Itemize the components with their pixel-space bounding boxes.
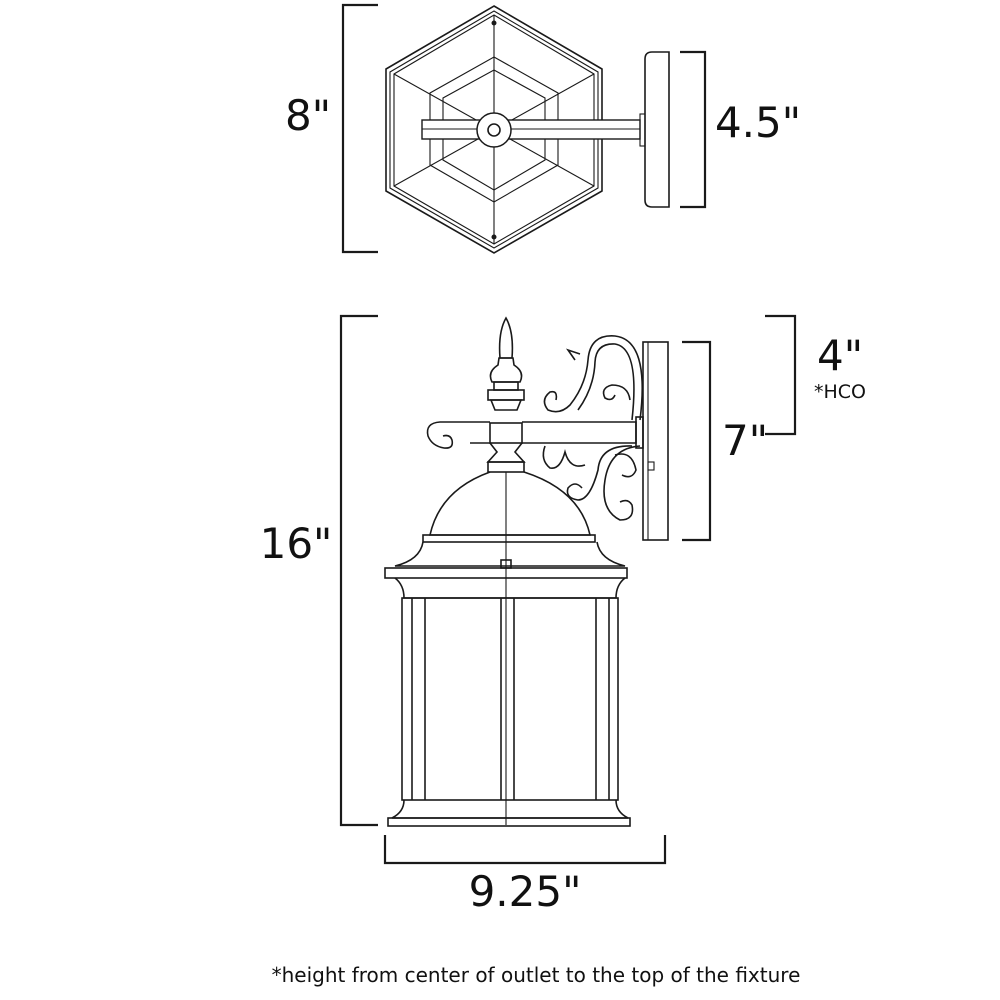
width-label: 9.25" bbox=[469, 867, 582, 916]
hub bbox=[476, 112, 512, 148]
footnote: *height from center of outlet to the top… bbox=[272, 963, 801, 987]
lower-scroll bbox=[603, 445, 641, 521]
hexagon-outer bbox=[385, 5, 603, 254]
wall-plate-top-view bbox=[644, 51, 670, 208]
height-dimension-bracket bbox=[339, 314, 378, 827]
width-dimension-bracket bbox=[383, 835, 667, 865]
upper-scroll bbox=[543, 335, 643, 421]
lantern-body bbox=[401, 597, 619, 801]
plate-width-label: 4.5" bbox=[715, 98, 801, 147]
hco-label: 4" bbox=[817, 331, 863, 380]
side-view: 16" 7" 4" *HCO bbox=[260, 314, 866, 916]
height-label: 16" bbox=[260, 519, 333, 568]
plate-height-bracket bbox=[682, 340, 712, 542]
dome bbox=[429, 471, 591, 536]
base bbox=[391, 799, 629, 819]
plate-height-label: 7" bbox=[722, 416, 768, 465]
depth-label: 8" bbox=[285, 91, 331, 140]
depth-dimension-bracket bbox=[341, 3, 378, 254]
hco-bracket bbox=[765, 314, 797, 436]
arm-curl bbox=[426, 421, 490, 449]
top-view: 8" 4.5" bbox=[285, 3, 801, 254]
hco-note: *HCO bbox=[814, 381, 866, 403]
rim bbox=[384, 567, 628, 579]
finial bbox=[498, 316, 514, 359]
wall-plate bbox=[642, 341, 669, 541]
plate-width-bracket bbox=[680, 50, 707, 209]
